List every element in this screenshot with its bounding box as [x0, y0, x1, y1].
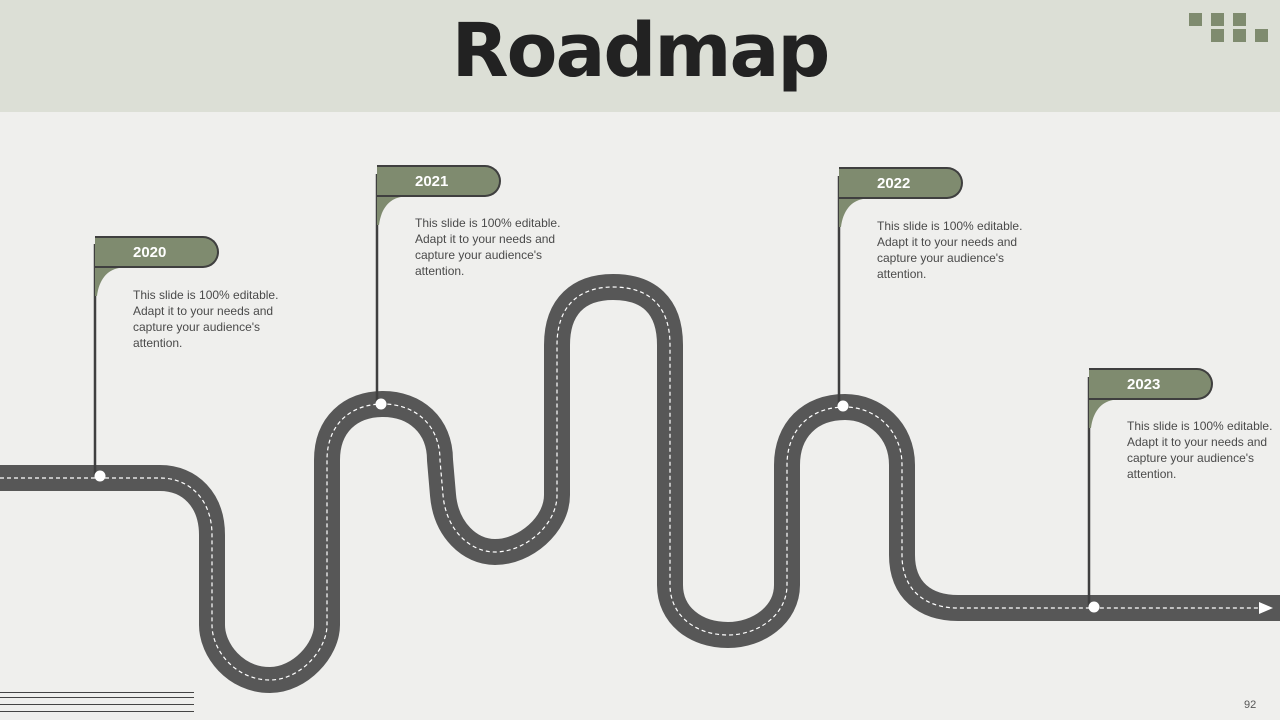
- flag-tail-2023: [1089, 384, 1113, 428]
- milestone-year-2023: 2023: [1127, 376, 1161, 393]
- milestone-year-2021: 2021: [415, 173, 449, 190]
- flag-tail-2020: [95, 252, 119, 296]
- milestone-text-2021: This slide is 100% editable. Adapt it to…: [415, 216, 561, 278]
- milestone-year-2020: 2020: [133, 244, 167, 261]
- flag-tail-2022: [839, 183, 863, 227]
- flag-banner-2021: [377, 165, 501, 197]
- road-center-line: [0, 286, 1258, 681]
- milestone-year-2022: 2022: [877, 175, 911, 192]
- flag-tail-2021: [377, 181, 401, 225]
- slide-title: Roadmap: [451, 8, 831, 94]
- flag-banner-2023: [1089, 368, 1213, 400]
- header-band: [0, 0, 1280, 112]
- milestone-text-2020: This slide is 100% editable. Adapt it to…: [133, 288, 279, 350]
- milestone-text-2022: This slide is 100% editable. Adapt it to…: [877, 219, 1023, 281]
- page-number: 92: [1244, 699, 1257, 711]
- milestone-text-2023: This slide is 100% editable. Adapt it to…: [1127, 419, 1273, 481]
- flag-banner-2022: [839, 167, 963, 199]
- road-arrow-icon: [1259, 602, 1273, 614]
- milestone-dot-2023: [1088, 601, 1100, 613]
- milestone-dot-2020: [94, 470, 106, 482]
- milestone-dot-2022: [837, 400, 849, 412]
- flag-banner-2020: [95, 236, 219, 268]
- milestone-dot-2021: [375, 398, 387, 410]
